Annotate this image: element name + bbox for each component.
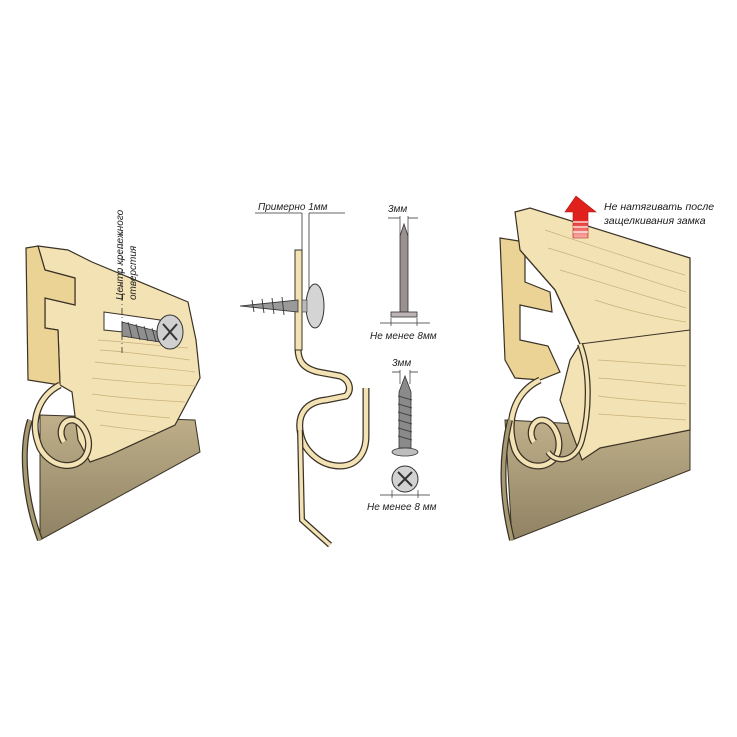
center-profile-section: Примерно 1мм: [239, 202, 370, 548]
left-panel-nail-strip: [25, 245, 76, 386]
pull-warning-arrow: [564, 195, 597, 239]
warning-label-line1: Не натягивать после: [604, 201, 714, 213]
hole-center-label-line2: отверстия: [128, 245, 139, 300]
nail-diagram: 3мм Не менее 8мм: [370, 204, 437, 342]
screw-head-label: Не менее 8 мм: [367, 502, 437, 513]
nail-shank: [399, 222, 409, 313]
right-siding-panel: Не натягивать после защелкивания замка: [499, 195, 714, 541]
gap-label: Примерно 1мм: [258, 202, 328, 213]
right-lower-panel: [499, 237, 561, 381]
screw-head-side: [391, 447, 419, 457]
right-panel-wood-grain: [544, 229, 687, 421]
screw-width-label: 3мм: [392, 358, 411, 369]
warning-label-line2: защелкивания замка: [603, 215, 706, 227]
left-siding-panel: Центр крепежного отверстия: [21, 209, 201, 542]
hole-center-label-line1: Центр крепежного: [115, 209, 126, 300]
left-screw: [121, 314, 184, 350]
nail-head: [390, 311, 418, 318]
nail-width-label: 3мм: [388, 204, 407, 215]
screw-diagram: 3мм Не менее 8 мм: [367, 358, 437, 513]
left-panel-wood-grain: [91, 339, 197, 433]
profile-outline: [294, 250, 370, 470]
center-screw: [239, 283, 325, 329]
nail-head-label: Не менее 8мм: [370, 331, 437, 342]
